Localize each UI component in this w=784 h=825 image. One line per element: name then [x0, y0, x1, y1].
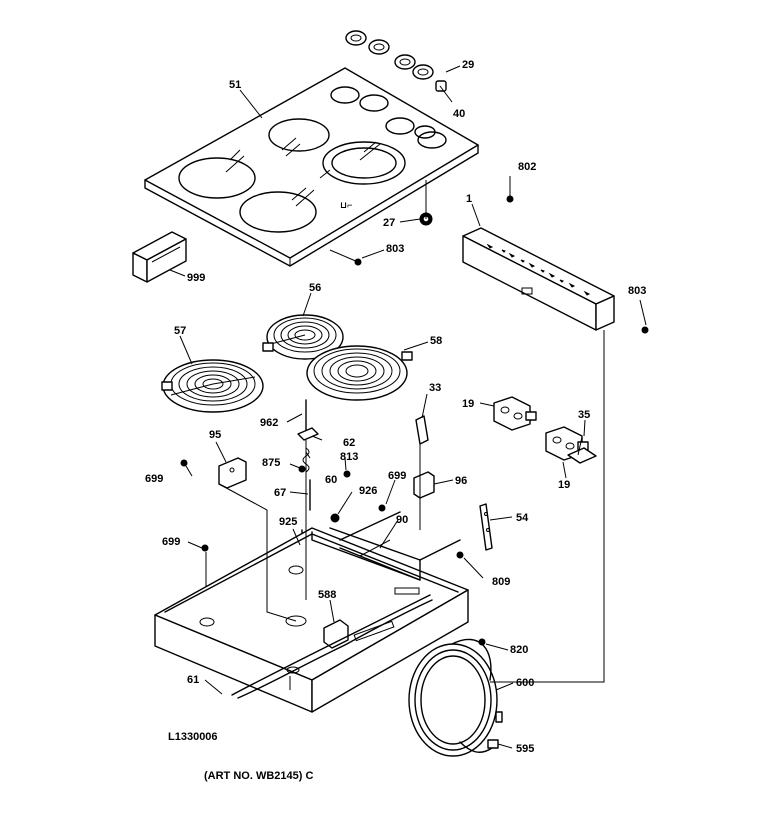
leader-lines — [169, 65, 647, 749]
callout-699c: 699 — [162, 536, 180, 548]
callout-29: 29 — [462, 59, 474, 71]
callout-19a: 19 — [462, 398, 474, 410]
callout-820: 820 — [510, 644, 528, 656]
bracket-95 — [218, 457, 247, 489]
infinite-switch-upper — [493, 396, 537, 431]
callout-926: 926 — [359, 485, 377, 497]
callout-67: 67 — [274, 487, 286, 499]
control-knobs — [345, 30, 447, 92]
callout-61: 61 — [187, 674, 199, 686]
callout-802: 802 — [518, 161, 536, 173]
callout-19b: 19 — [558, 479, 570, 491]
callout-600: 600 — [516, 677, 534, 689]
surface-unit-57 — [161, 359, 264, 413]
terminal-62 — [297, 427, 319, 441]
callout-57: 57 — [174, 325, 186, 337]
callout-56: 56 — [309, 282, 321, 294]
callout-54: 54 — [516, 512, 529, 524]
glass-cooktop: ⊔⌐ — [144, 67, 479, 267]
callout-813: 813 — [340, 451, 358, 463]
bracket-96 — [413, 471, 435, 499]
callout-1: 1 — [466, 193, 472, 205]
screws — [180, 195, 649, 646]
callout-999: 999 — [187, 272, 205, 284]
surface-unit-56 — [262, 314, 344, 360]
callout-51: 51 — [229, 79, 241, 91]
callout-875: 875 — [262, 457, 280, 469]
callout-90: 90 — [396, 514, 408, 526]
power-cord-600 — [408, 638, 503, 757]
callout-35: 35 — [578, 409, 590, 421]
terminal-block-588 — [323, 619, 349, 649]
callout-96: 96 — [455, 475, 467, 487]
indicator-light — [567, 436, 597, 464]
art-number: (ART NO. WB2145) C — [204, 770, 313, 782]
frame-90 — [311, 511, 461, 581]
control-bracket — [462, 227, 615, 331]
callout-40: 40 — [453, 108, 465, 120]
callout-27: 27 — [383, 217, 395, 229]
callout-labels: 51 29 40 802 1 27 803 999 803 56 57 58 3… — [145, 59, 646, 782]
callout-925: 925 — [279, 516, 297, 528]
callout-803b: 803 — [628, 285, 646, 297]
sensor-33 — [415, 415, 429, 445]
callout-95: 95 — [209, 429, 221, 441]
spring-60 — [302, 447, 310, 473]
callout-62: 62 — [343, 437, 355, 449]
callout-588: 588 — [318, 589, 336, 601]
bracket-54 — [479, 503, 493, 551]
wiring-harness — [231, 594, 433, 699]
callout-595: 595 — [516, 743, 534, 755]
gasket-block — [132, 231, 187, 283]
callout-60: 60 — [325, 474, 337, 486]
callout-962: 962 — [260, 417, 278, 429]
callout-33: 33 — [429, 382, 441, 394]
callout-809: 809 — [492, 576, 510, 588]
surface-unit-58 — [306, 345, 413, 401]
callout-58: 58 — [430, 335, 442, 347]
cooktop-box — [154, 527, 469, 713]
callout-699a: 699 — [145, 473, 163, 485]
infinite-switch-lower — [545, 426, 589, 461]
callout-699b: 699 — [388, 470, 406, 482]
callout-803a: 803 — [386, 243, 404, 255]
art-code: L1330006 — [168, 731, 218, 743]
svg-text:⊔⌐: ⊔⌐ — [340, 200, 352, 210]
